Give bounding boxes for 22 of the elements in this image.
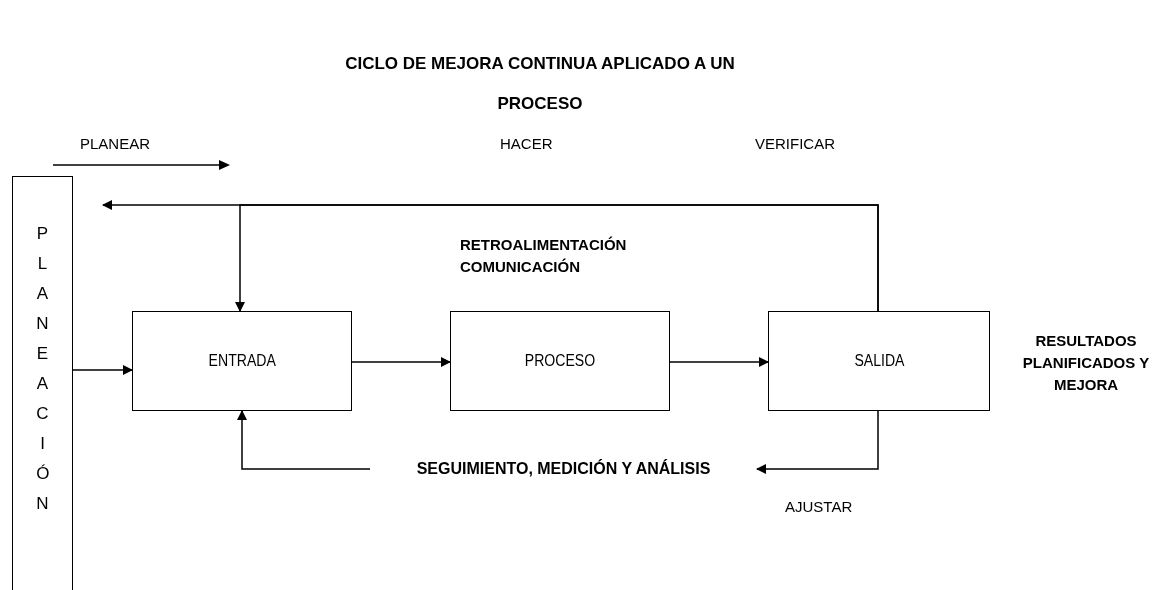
text-label: RESULTADOS PLANIFICADOS Y MEJORA bbox=[1021, 331, 1151, 395]
arrow bbox=[72, 365, 133, 375]
arrow bbox=[669, 357, 769, 367]
box-label: ENTRADA bbox=[208, 352, 276, 370]
arrow bbox=[237, 410, 371, 470]
text-label: AJUSTAR bbox=[785, 497, 854, 517]
diagram-title: CICLO DE MEJORA CONTINUA APLICADO A UN PROCESO bbox=[344, 53, 736, 115]
arrow bbox=[351, 357, 451, 367]
box-label: SALIDA bbox=[853, 352, 905, 370]
vertical-label: PLANEACIÓN bbox=[36, 223, 49, 515]
text-label: RETROALIMENTACIÓN COMUNICACIÓN bbox=[460, 235, 628, 277]
arrow bbox=[756, 410, 879, 474]
arrow bbox=[102, 200, 879, 312]
text-label: VERIFICAR bbox=[755, 134, 836, 154]
process-box bbox=[768, 311, 990, 411]
process-box bbox=[450, 311, 670, 411]
text-label: PLANEAR bbox=[80, 134, 152, 154]
planning-bar bbox=[12, 176, 73, 590]
box-label: PROCESO bbox=[524, 352, 596, 370]
text-label: HACER bbox=[500, 134, 554, 154]
process-box bbox=[132, 311, 352, 411]
annotation-text: SEGUIMIENTO, MEDICIÓN Y ANÁLISIS bbox=[370, 457, 757, 481]
